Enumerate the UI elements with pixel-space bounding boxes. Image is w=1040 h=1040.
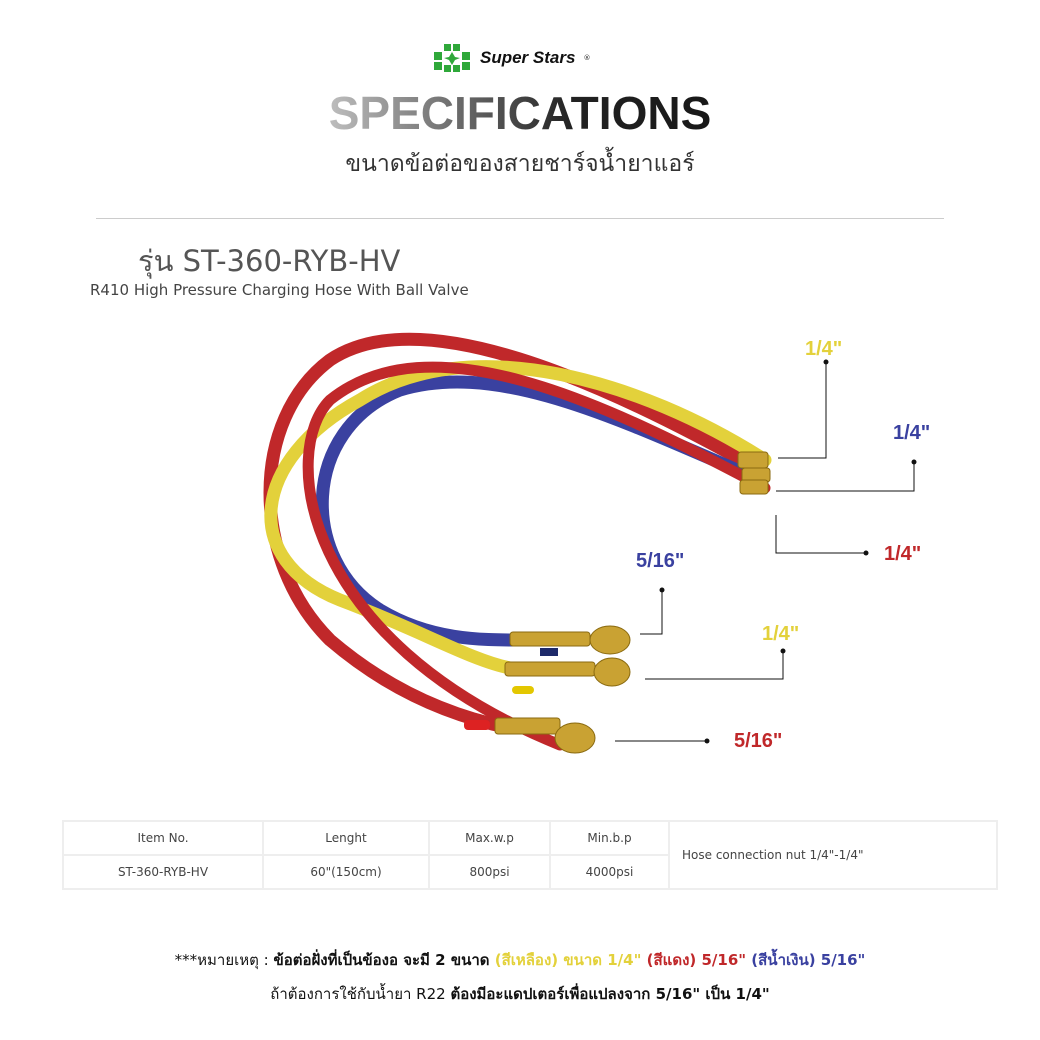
red-valve-handle bbox=[464, 720, 490, 730]
brand-logo: Super Stars ® bbox=[432, 44, 590, 72]
yellow-hose bbox=[264, 360, 772, 675]
yellow-valve-handle bbox=[512, 686, 534, 694]
divider bbox=[96, 218, 944, 219]
note-prefix: ***หมายเหตุ : bbox=[174, 951, 274, 969]
connection-note: Hose connection nut 1/4"-1/4" bbox=[668, 820, 998, 890]
registered-mark: ® bbox=[583, 54, 591, 62]
cell-length: 60"(150cm) bbox=[262, 854, 430, 890]
label-yellow-top: 1/4" bbox=[805, 338, 843, 360]
cell-item-no: ST-360-RYB-HV bbox=[62, 854, 264, 890]
header-max-wp: Max.w.p bbox=[428, 820, 551, 856]
note-red: (สีแดง) 5/16" bbox=[641, 951, 747, 969]
note-bold: ข้อต่อฝั่งที่เป็นข้องอ จะมี 2 ขนาด bbox=[273, 951, 495, 969]
brand-name: Super Stars bbox=[480, 48, 576, 67]
page-subtitle: ขนาดข้อต่อของสายชาร์จน้ำยาแอร์ bbox=[345, 151, 695, 177]
note2-bold: ต้องมีอะแดปเตอร์เพื่อแปลงจาก 5/16" เป็น … bbox=[450, 985, 770, 1003]
note-blue: (สีน้ำเงิน) 5/16" bbox=[746, 951, 866, 969]
header-length: Lenght bbox=[262, 820, 430, 856]
label-blue-top: 1/4" bbox=[893, 422, 931, 444]
header-item-no: Item No. bbox=[62, 820, 264, 856]
product-description: R410 High Pressure Charging Hose With Ba… bbox=[90, 281, 469, 299]
footer-note-line1: ***หมายเหตุ : ข้อต่อฝั่งที่เป็นข้องอ จะม… bbox=[0, 948, 1040, 972]
table-row: ST-360-RYB-HV 60"(150cm) 800psi 4000psi bbox=[62, 854, 997, 890]
header-min-bp: Min.b.p bbox=[549, 820, 670, 856]
product-model: รุ่น ST-360-RYB-HV bbox=[138, 244, 401, 278]
page-title: SPECIFICATIONS bbox=[0, 86, 1040, 140]
footer-note-line2: ถ้าต้องการใช้กับน้ำยา R22 ต้องมีอะแดปเตอ… bbox=[0, 982, 1040, 1006]
table-header-row: Item No. Lenght Max.w.p Min.b.p Hose con… bbox=[62, 820, 998, 890]
note2-prefix: ถ้าต้องการใช้กับน้ำยา R22 bbox=[270, 985, 451, 1003]
leader-lines bbox=[615, 362, 915, 742]
label-blue-valve: 5/16" bbox=[636, 550, 685, 572]
blue-valve-handle bbox=[540, 648, 558, 656]
hose-illustration bbox=[263, 332, 917, 754]
label-red-valve: 5/16" bbox=[734, 730, 783, 752]
brass-fittings bbox=[494, 451, 771, 754]
label-yellow-valve: 1/4" bbox=[762, 623, 800, 645]
note-yellow: (สีเหลือง) ขนาด 1/4" bbox=[494, 951, 642, 969]
spec-table: Item No. Lenght Max.w.p Min.b.p Hose con… bbox=[62, 820, 998, 890]
brand-star-icon bbox=[434, 44, 470, 72]
label-red-top: 1/4" bbox=[884, 543, 922, 565]
cell-max-wp: 800psi bbox=[428, 854, 551, 890]
cell-min-bp: 4000psi bbox=[549, 854, 670, 890]
